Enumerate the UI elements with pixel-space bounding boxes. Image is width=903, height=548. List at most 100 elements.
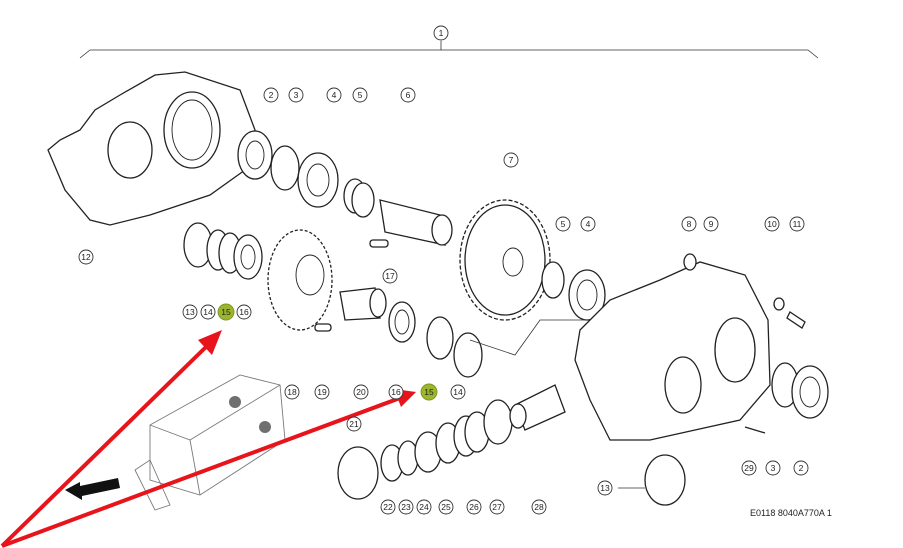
callout-16: 16 — [236, 304, 252, 320]
callout-4: 4 — [580, 216, 596, 232]
lower-shaft-parts — [337, 384, 566, 500]
callout-label: 23 — [401, 502, 411, 512]
callout-18: 18 — [284, 384, 300, 400]
callout-circle — [703, 216, 719, 232]
callout-circle — [489, 499, 505, 515]
callout-label: 5 — [358, 90, 363, 100]
callout-28: 28 — [531, 499, 547, 515]
callout-label: 9 — [709, 219, 714, 229]
callout-label: 15 — [424, 387, 434, 397]
callout-circle — [314, 384, 330, 400]
callout-circle — [217, 303, 235, 321]
callout-7: 7 — [503, 152, 519, 168]
callout-29: 29 — [741, 460, 757, 476]
callout-label: 2 — [799, 463, 804, 473]
callout-circle — [597, 480, 613, 496]
callout-circle — [466, 499, 482, 515]
callout-circle — [681, 216, 697, 232]
callout-circle — [346, 416, 362, 432]
callout-circle — [741, 460, 757, 476]
callout-label: 13 — [600, 483, 610, 493]
spur-gear-part — [459, 199, 551, 321]
callout-circle — [416, 499, 432, 515]
callout-circle — [555, 216, 571, 232]
callout-circle — [398, 499, 414, 515]
callout-label: 27 — [492, 502, 502, 512]
callout-12: 12 — [78, 249, 94, 265]
callout-label: 4 — [586, 219, 591, 229]
callout-circle — [352, 87, 368, 103]
callout-26: 26 — [466, 499, 482, 515]
callout-10: 10 — [764, 216, 780, 232]
truck-location-sketch — [134, 374, 286, 511]
callout-15: 15 — [420, 383, 438, 401]
callout-27: 27 — [489, 499, 505, 515]
callout-22: 22 — [380, 499, 396, 515]
callout-label: 12 — [81, 252, 91, 262]
callout-label: 19 — [317, 387, 327, 397]
callout-label: 16 — [391, 387, 401, 397]
callout-label: 3 — [294, 90, 299, 100]
callout-label: 26 — [469, 502, 479, 512]
assembly-bracket — [79, 41, 819, 59]
callout-circle — [789, 216, 805, 232]
upper-shaft-parts — [237, 130, 453, 248]
callout-5: 5 — [555, 216, 571, 232]
callout-14: 14 — [450, 384, 466, 400]
callout-circle — [78, 249, 94, 265]
callout-label: 18 — [287, 387, 297, 397]
callout-2: 2 — [793, 460, 809, 476]
callout-circle — [400, 87, 416, 103]
callout-circle — [182, 304, 198, 320]
callout-19: 19 — [314, 384, 330, 400]
callout-6: 6 — [400, 87, 416, 103]
callout-13: 13 — [597, 480, 613, 496]
callout-11: 11 — [789, 216, 805, 232]
callout-label: 14 — [453, 387, 463, 397]
callout-circle — [200, 304, 216, 320]
callout-1: 1 — [433, 25, 449, 41]
callout-circle — [420, 383, 438, 401]
callout-label: 6 — [406, 90, 411, 100]
callout-circle — [288, 87, 304, 103]
callout-label: 10 — [767, 219, 777, 229]
callout-label: 28 — [534, 502, 544, 512]
callout-21: 21 — [346, 416, 362, 432]
callout-label: 13 — [185, 307, 195, 317]
callout-9: 9 — [703, 216, 719, 232]
callout-circle — [503, 152, 519, 168]
callout-label: 8 — [687, 219, 692, 229]
callout-label: 16 — [239, 307, 249, 317]
callout-circle — [764, 216, 780, 232]
callout-circle — [438, 499, 454, 515]
callout-label: 11 — [793, 219, 802, 229]
callout-label: 21 — [349, 419, 359, 429]
callout-label: 25 — [441, 502, 451, 512]
callout-2: 2 — [263, 87, 279, 103]
callout-circle — [580, 216, 596, 232]
bevel-gear-part — [267, 229, 387, 332]
callout-8: 8 — [681, 216, 697, 232]
callout-circle — [793, 460, 809, 476]
callout-label: 29 — [744, 463, 754, 473]
callout-circle — [236, 304, 252, 320]
right-housing-part — [574, 253, 806, 441]
lower-left-bearings — [183, 222, 263, 280]
callout-label: 15 — [221, 307, 231, 317]
callout-circle — [531, 499, 547, 515]
callout-circle — [765, 460, 781, 476]
callout-circle — [380, 499, 396, 515]
callout-16: 16 — [388, 384, 404, 400]
callout-label: 3 — [771, 463, 776, 473]
callout-label: 17 — [385, 271, 395, 281]
callout-24: 24 — [416, 499, 432, 515]
callout-15: 15 — [217, 303, 235, 321]
callout-13: 13 — [182, 304, 198, 320]
callout-circle — [388, 384, 404, 400]
callout-circle — [382, 268, 398, 284]
callout-label: 5 — [561, 219, 566, 229]
callout-circle — [263, 87, 279, 103]
callout-circle — [284, 384, 300, 400]
callout-3: 3 — [288, 87, 304, 103]
